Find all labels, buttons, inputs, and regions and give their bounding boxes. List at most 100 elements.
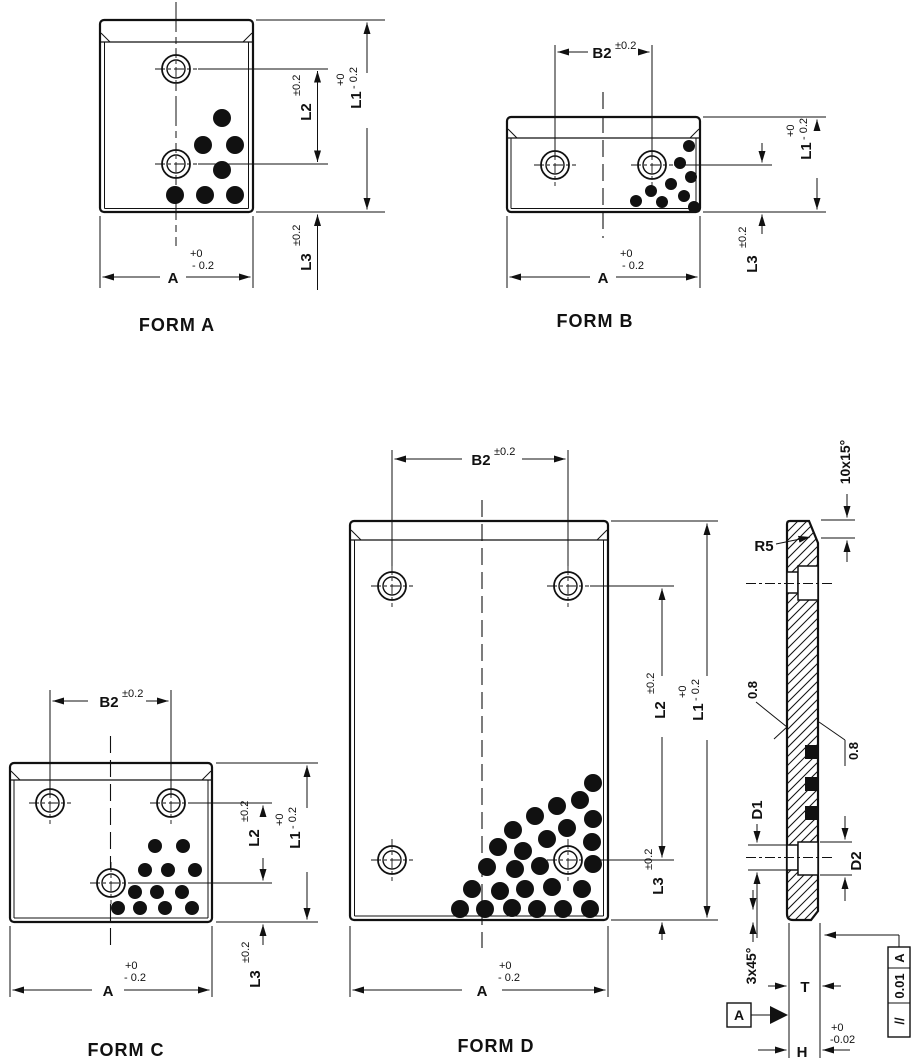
graphite-plug (538, 830, 556, 848)
graphite-plug (196, 186, 214, 204)
dim-l3-tol: ±0.2 (643, 849, 655, 870)
graphite-plug (188, 863, 202, 877)
graphite-plug (194, 136, 212, 154)
graphite-plug (148, 839, 162, 853)
dim-l1-label-b: L1 +0 - 0.2 (785, 118, 815, 160)
section-hole-bore-bottom (797, 841, 819, 876)
section-view: 10x15° R5 0.8 0.8 D1 D2 (726, 440, 911, 1061)
caption-form-a: FORM A (139, 315, 215, 335)
graphite-plug (516, 880, 534, 898)
graphite-plug (504, 821, 522, 839)
counterbore-hole (90, 862, 132, 904)
dim-l2-label-d: L2 ±0.2 (645, 673, 669, 719)
dim-d2-text: D2 (848, 851, 865, 870)
hatch-line (787, 740, 818, 794)
plug-pattern-form-c (111, 839, 202, 915)
dim-l3-text: L3 (247, 970, 264, 988)
graphite-plug (226, 136, 244, 154)
graphite-plug (226, 186, 244, 204)
dim-l3-tol: ±0.2 (291, 225, 303, 246)
graphite-plug-section (805, 745, 819, 759)
graphite-plug (526, 807, 544, 825)
hatch-line (787, 704, 818, 758)
graphite-plug (491, 882, 509, 900)
hatch-line (787, 884, 818, 920)
graphite-plug (685, 171, 697, 183)
graphite-plug (158, 901, 172, 915)
graphite-plug (175, 885, 189, 899)
dim-l2-label-c: L2 ±0.2 (239, 801, 263, 847)
dim-l2-tol: ±0.2 (239, 801, 251, 822)
caption-form-b: FORM B (557, 311, 634, 331)
graphite-plug (573, 880, 591, 898)
hatch-line (787, 632, 818, 686)
dim-b2-text: B2 (592, 45, 611, 62)
corner-radius-text: R5 (754, 538, 773, 555)
dim-a-tol-minus: - 0.2 (622, 260, 644, 272)
graphite-plug (514, 842, 532, 860)
graphite-plug (584, 810, 602, 828)
dim-l1-label-c: L1 +0 - 0.2 (274, 807, 304, 849)
graphite-plug (583, 833, 601, 851)
hatch-line (787, 695, 818, 749)
hatch-line (787, 713, 818, 767)
plug-pattern-section (805, 745, 819, 820)
dim-b2-tol: ±0.2 (615, 40, 636, 52)
dim-l1-text: L1 (348, 91, 365, 109)
hatch-line (787, 776, 818, 830)
dim-l3-label-b: L3 ±0.2 (737, 227, 761, 273)
fcf-datum-label: A (892, 953, 907, 963)
hatch-line (787, 794, 818, 848)
fcf-value-text: 0.01 (892, 973, 907, 998)
dim-a-tol-plus: +0 (620, 248, 633, 260)
hatch-line (787, 785, 818, 839)
graphite-plug (688, 201, 700, 213)
top-chamfer-text: 10x15° (837, 440, 853, 485)
dim-l1-tol-minus: - 0.2 (690, 679, 702, 701)
graphite-plug (584, 855, 602, 873)
roughness-left-label: 0.8 (745, 681, 760, 699)
counterbore-hole (371, 565, 413, 607)
dim-l1-tol-plus: +0 (677, 685, 689, 698)
graphite-plug (476, 900, 494, 918)
hatch-pattern (787, 521, 818, 920)
dim-l2-text: L2 (652, 701, 669, 719)
graphite-plug (133, 901, 147, 915)
graphite-plug (665, 178, 677, 190)
counterbore-hole (547, 565, 589, 607)
plug-pattern-form-d (451, 774, 602, 918)
hatch-line (787, 767, 818, 821)
graphite-plug (506, 860, 524, 878)
dim-l3-label: L3 ±0.2 (291, 225, 315, 271)
graphite-plug (111, 901, 125, 915)
graphite-plug (674, 157, 686, 169)
dim-l1-tol-plus: +0 (274, 813, 286, 826)
graphite-plug (630, 195, 642, 207)
dim-d1-label: D1 (749, 800, 766, 819)
hatch-line (787, 722, 818, 776)
fcf-value-label: 0.01 (892, 973, 907, 998)
graphite-plug (656, 196, 668, 208)
bottom-chamfer-text: 3x45° (743, 948, 759, 985)
dim-l1-text: L1 (798, 142, 815, 160)
graphite-plug (176, 839, 190, 853)
hatch-line (787, 641, 818, 695)
fcf-symbol-text: // (892, 1017, 907, 1025)
dim-l1-label: L1 +0 - 0.2 (335, 67, 365, 109)
roughness-right-label: 0.8 (846, 742, 861, 760)
dim-l1-tol-minus: - 0.2 (798, 118, 810, 140)
dim-l2-tol: ±0.2 (645, 673, 657, 694)
counterbore-hole (155, 143, 197, 185)
graphite-plug (166, 186, 184, 204)
dim-l2-label: L2 ±0.2 (291, 75, 315, 121)
dim-l2-tol: ±0.2 (291, 75, 303, 96)
hatch-line (787, 533, 818, 587)
dim-a-tol-plus: +0 (499, 960, 512, 972)
graphite-plug (678, 190, 690, 202)
hatch-line (787, 758, 818, 812)
graphite-plug (489, 838, 507, 856)
fcf-symbol-label: // (892, 1017, 907, 1025)
hatch-line (787, 521, 818, 551)
hatch-line (787, 659, 818, 713)
